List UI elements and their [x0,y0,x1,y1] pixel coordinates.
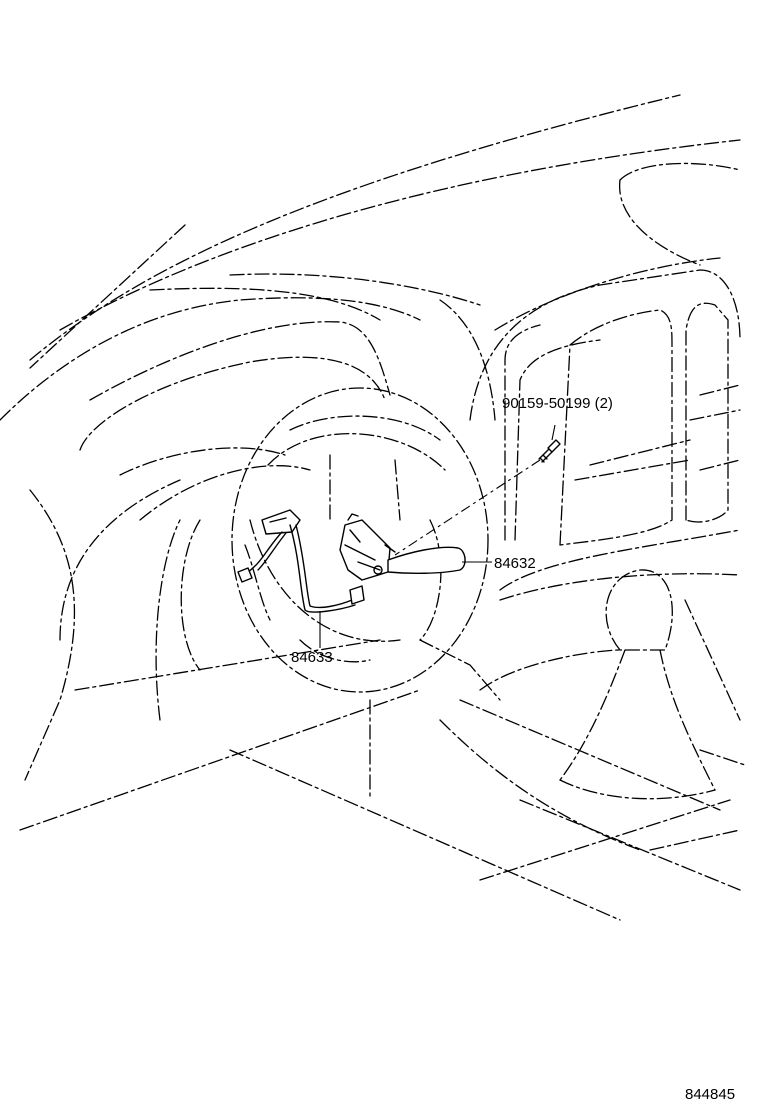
cruise-switch-icon [339,513,466,581]
leader-lines [319,424,556,648]
diagram-code: 844845 [685,1086,735,1103]
wire-harness-icon [237,509,365,613]
bolt-icon [538,439,561,463]
harness-part-number: 84633 [291,649,333,666]
dashboard-outline [0,94,746,921]
bolt-part-number: 90159-50199 (2) [502,395,613,412]
switch-part-number: 84632 [494,555,536,572]
